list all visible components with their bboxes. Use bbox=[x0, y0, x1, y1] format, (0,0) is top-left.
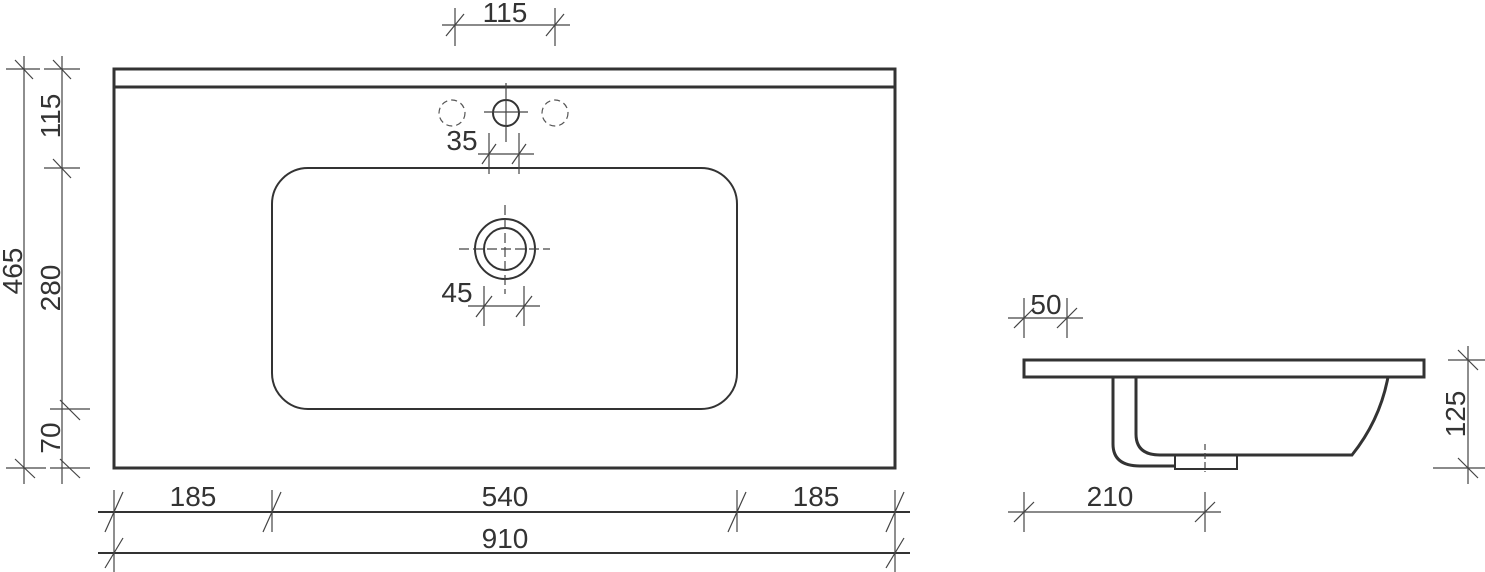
svg-text:185: 185 bbox=[793, 481, 840, 512]
svg-text:910: 910 bbox=[482, 523, 529, 554]
dim-total-height: 125 bbox=[1433, 346, 1485, 484]
svg-text:465: 465 bbox=[0, 248, 28, 295]
svg-text:185: 185 bbox=[170, 481, 217, 512]
slab-profile bbox=[1022, 358, 1426, 379]
svg-text:35: 35 bbox=[446, 125, 477, 156]
svg-text:210: 210 bbox=[1087, 481, 1134, 512]
top-view: 115 35 45 bbox=[0, 0, 910, 572]
dim-drain-diameter: 45 bbox=[441, 277, 540, 326]
svg-text:70: 70 bbox=[35, 422, 66, 453]
basin-outline bbox=[112, 67, 897, 470]
svg-text:45: 45 bbox=[441, 277, 472, 308]
bowl-outline bbox=[271, 167, 738, 410]
svg-text:50: 50 bbox=[1030, 289, 1061, 320]
bowl-inner-profile bbox=[1134, 376, 1390, 457]
svg-text:115: 115 bbox=[483, 0, 528, 28]
dim-bottom-horizontal: 185 540 185 910 bbox=[98, 481, 910, 572]
svg-text:125: 125 bbox=[1440, 391, 1471, 438]
bowl-outer-profile bbox=[1111, 377, 1175, 468]
dim-drain-offset: 210 bbox=[1008, 481, 1221, 532]
dim-tap-hole-diameter: 35 bbox=[446, 125, 534, 174]
optional-tap-hole-right bbox=[541, 99, 569, 127]
svg-text:540: 540 bbox=[482, 481, 529, 512]
side-view: 50 210 125 bbox=[1008, 289, 1485, 532]
dim-left-vertical: 465 115 280 70 bbox=[0, 56, 90, 484]
svg-text:115: 115 bbox=[35, 94, 66, 139]
dim-slab-offset: 50 bbox=[1008, 289, 1083, 338]
drain-profile bbox=[1174, 454, 1238, 470]
svg-text:280: 280 bbox=[35, 265, 66, 312]
dim-tap-spacing: 115 bbox=[442, 0, 570, 46]
optional-tap-hole-left bbox=[438, 99, 466, 127]
